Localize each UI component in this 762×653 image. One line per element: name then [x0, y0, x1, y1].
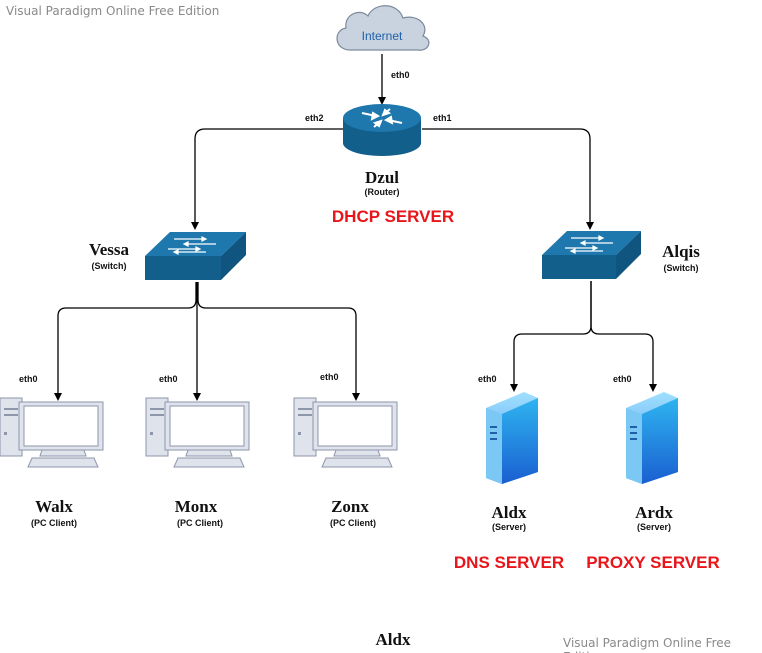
switch-icon-alqis [542, 231, 641, 279]
link-router-vessa [191, 128, 343, 230]
cloud-icon [336, 5, 430, 51]
router-name: Dzul [365, 168, 399, 187]
server-name-aldx: Aldx [491, 503, 527, 522]
switch-icon-vessa [145, 232, 246, 280]
server-port-ardx: eth0 [613, 374, 632, 384]
link-vessa-walx [54, 282, 197, 401]
client-port-zonx: eth0 [320, 372, 339, 382]
client-role-zonx: (PC Client) [330, 518, 376, 528]
client-port-monx: eth0 [159, 374, 178, 384]
router-tag: DHCP SERVER [331, 207, 455, 226]
router-port-eth0: eth0 [391, 70, 410, 80]
client-role-walx: (PC Client) [31, 518, 77, 528]
router-icon [343, 104, 421, 156]
router-port-eth2: eth2 [305, 113, 324, 123]
server-tag-ardx: PROXY SERVER [586, 553, 720, 572]
server-icon-aldx [486, 392, 538, 484]
watermark-bottom: Visual Paradigm Online Free Edition [563, 636, 732, 653]
server-name-ardx: Ardx [635, 503, 673, 522]
pc-client-icon-walx [0, 397, 104, 468]
link-vessa-zonx [197, 282, 360, 401]
internet-label: Internet [361, 29, 403, 43]
link-alqis-aldx [510, 281, 592, 392]
link-router-alqis [422, 128, 594, 230]
pc-client-icon-monx [145, 397, 250, 468]
switch-name-alqis: Alqis [662, 242, 700, 261]
switch-role-alqis: (Switch) [663, 263, 699, 273]
switch-name-vessa: Vessa [89, 240, 129, 259]
router-port-eth1: eth1 [433, 113, 452, 123]
client-port-walx: eth0 [19, 374, 38, 384]
client-role-monx: (PC Client) [177, 518, 223, 528]
server-icon-ardx [626, 392, 678, 484]
server-port-aldx: eth0 [478, 374, 497, 384]
footer-label: Aldx [375, 630, 411, 649]
client-name-zonx: Zonx [331, 497, 369, 516]
client-name-walx: Walx [35, 497, 73, 516]
pc-client-icon-zonx [293, 397, 398, 468]
client-name-monx: Monx [174, 497, 218, 516]
switch-role-vessa: (Switch) [91, 261, 127, 271]
server-tag-aldx: DNS SERVER [453, 553, 565, 572]
watermark-top: Visual Paradigm Online Free Edition [6, 4, 220, 18]
server-role-aldx: (Server) [491, 522, 527, 532]
server-role-ardx: (Server) [636, 522, 672, 532]
link-alqis-ardx [590, 281, 657, 392]
router-role: (Router) [364, 187, 400, 197]
